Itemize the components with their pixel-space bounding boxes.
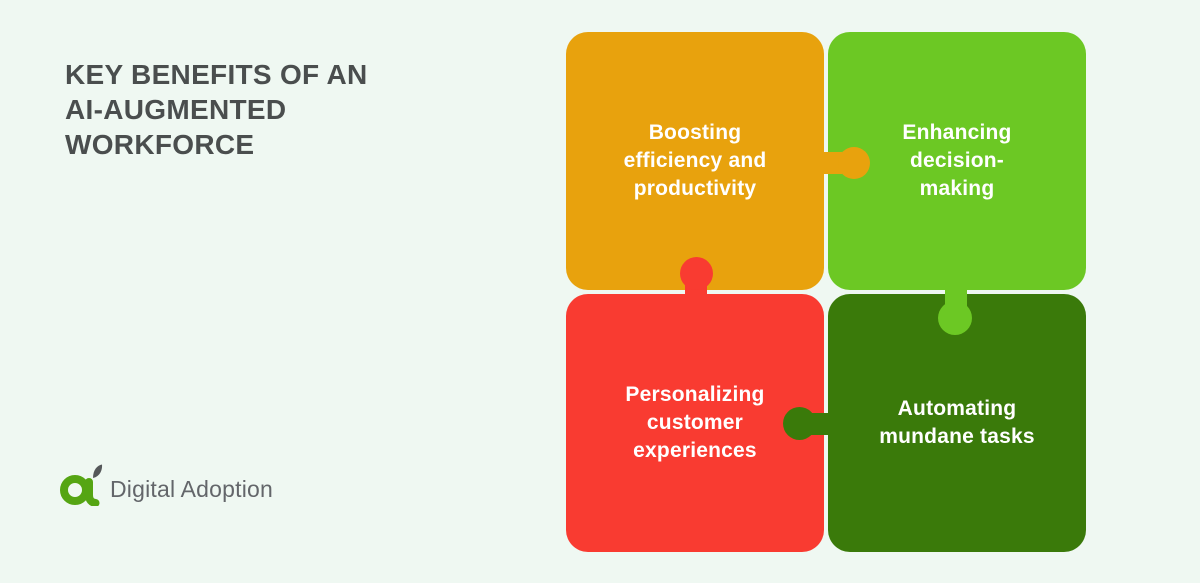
- puzzle-tab-personalizing-knob: [680, 257, 713, 290]
- puzzle-tab-boosting-knob: [838, 147, 870, 179]
- puzzle-grid: Boosting efficiency and productivity Enh…: [566, 32, 1086, 552]
- puzzle-tab-boosting-stem: [814, 152, 842, 174]
- puzzle-piece-label: Automating mundane tasks: [879, 397, 1035, 448]
- puzzle-piece-label: Enhancing decision- making: [902, 121, 1012, 200]
- puzzle-piece-personalizing-customer: Personalizing customer experiences: [566, 294, 824, 552]
- puzzle-tab-automating-knob: [783, 407, 816, 440]
- brand-logo-icon: [60, 464, 103, 506]
- puzzle-piece-boosting-efficiency: Boosting efficiency and productivity: [566, 32, 824, 290]
- puzzle-piece-label: Boosting efficiency and productivity: [623, 121, 767, 200]
- puzzle-piece-enhancing-decision-making: Enhancing decision- making: [828, 32, 1086, 290]
- puzzle-piece-automating-tasks: Automating mundane tasks: [828, 294, 1086, 552]
- page-title: KEY BENEFITS OF AN AI-AUGMENTED WORKFORC…: [65, 59, 368, 160]
- puzzle-piece-label: Personalizing customer experiences: [625, 383, 765, 462]
- puzzle-tab-enhancing-knob: [938, 301, 972, 335]
- brand-logo: Digital Adoption: [60, 464, 273, 506]
- brand-logo-text: Digital Adoption: [110, 476, 274, 502]
